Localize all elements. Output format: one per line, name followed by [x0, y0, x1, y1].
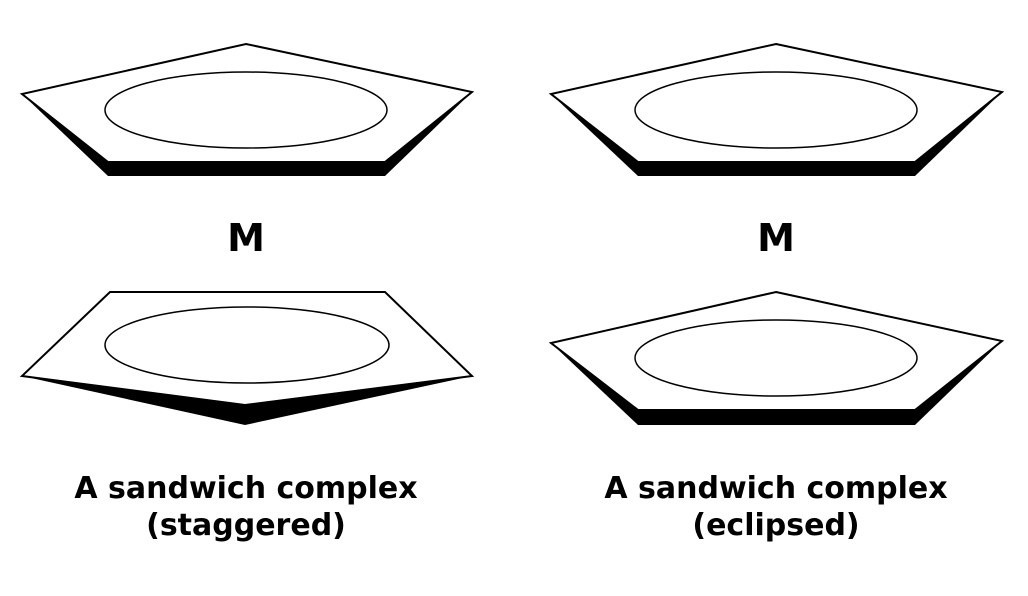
ring-electron-cloud [104, 71, 388, 149]
ring-bottom-left-staggered [19, 291, 475, 425]
caption-eclipsed: A sandwich complex (eclipsed) [576, 470, 976, 544]
ring-electron-cloud [104, 306, 390, 384]
caption-line2: (eclipsed) [692, 508, 860, 543]
ring-bottom-right-eclipsed [548, 290, 1005, 425]
ring-electron-cloud [634, 71, 918, 149]
caption-line2: (staggered) [146, 508, 346, 543]
ring-edge-shadow [22, 376, 472, 425]
ring-electron-cloud [634, 319, 918, 397]
metal-label-left: M [227, 216, 265, 260]
ring-top-left [19, 42, 475, 176]
ring-top-right [548, 42, 1005, 176]
metal-label-right: M [757, 216, 795, 260]
ring-face [548, 290, 1005, 411]
ring-face [19, 291, 475, 407]
ring-face [548, 42, 1005, 163]
caption-line1: A sandwich complex [604, 471, 948, 506]
caption-staggered: A sandwich complex (staggered) [46, 470, 446, 544]
ring-face [19, 42, 475, 163]
caption-line1: A sandwich complex [74, 471, 418, 506]
